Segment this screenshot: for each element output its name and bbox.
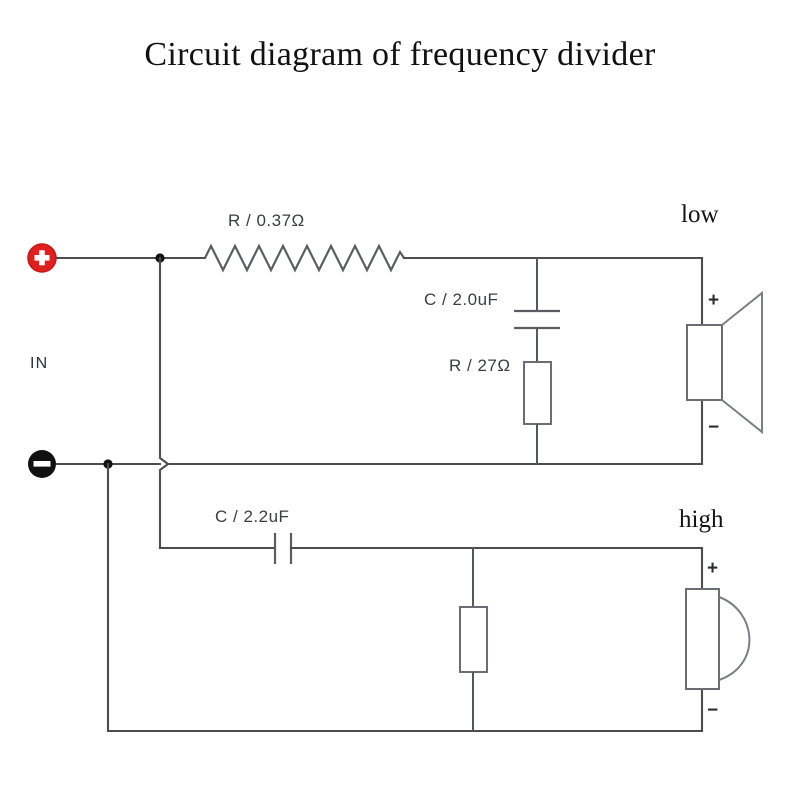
label-high-branch: high: [679, 506, 724, 533]
label-r-shunt-low: R / 27Ω: [449, 356, 511, 375]
woofer-plus-label: +: [708, 290, 719, 311]
woofer-minus-label: −: [708, 417, 719, 438]
woofer-cone: [721, 290, 763, 435]
tweeter-body: [685, 588, 720, 690]
tweeter-minus-label: −: [707, 700, 718, 721]
plus-icon-bar-v: [39, 250, 45, 266]
tweeter-plus-label: +: [707, 558, 718, 579]
positive-terminal[interactable]: [27, 243, 57, 273]
resistor-box-high-shunt: [459, 606, 488, 673]
woofer-speaker[interactable]: + −: [686, 256, 763, 466]
label-r-series-low: R / 0.37Ω: [228, 211, 305, 230]
page-title: Circuit diagram of frequency divider: [144, 36, 656, 73]
minus-icon-bar: [33, 461, 51, 467]
label-low-branch: low: [681, 201, 719, 228]
tweeter-speaker[interactable]: + −: [685, 546, 751, 733]
input-label: IN: [30, 355, 48, 372]
resistor-zigzag-low-series: [204, 243, 405, 273]
woofer-body: [686, 324, 723, 401]
label-c-series-high: C / 2.2uF: [215, 507, 289, 526]
negative-terminal[interactable]: [28, 450, 56, 478]
wire-hop-crossover: [158, 456, 170, 472]
resistor-box-low-shunt: [523, 361, 552, 425]
label-c-shunt-low: C / 2.0uF: [424, 290, 498, 309]
tweeter-dome: [718, 596, 751, 681]
